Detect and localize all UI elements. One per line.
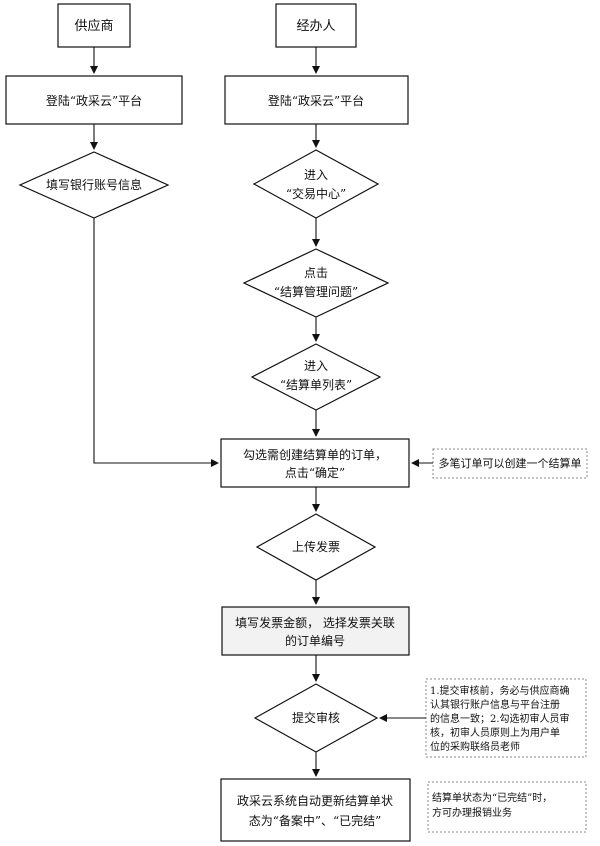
handler-lane-label: 经办人 (296, 19, 335, 34)
enter-settlement-list-decision: 进入 “结算单列表” (250, 343, 382, 411)
submit-review-decision: 提交审核 (253, 683, 379, 753)
handler-login-label: 登陆“政采云”平台 (268, 93, 364, 108)
enter-trade-line1: 进入 (304, 168, 328, 182)
click-settle-line1: 点击 (304, 266, 328, 280)
supplier-bank-info-decision: 填写银行账号信息 (18, 151, 170, 219)
review-note-line2: 认其银行账户信息与平台注册 (430, 698, 560, 711)
review-note-line5: 位的采购联络员老师 (430, 740, 520, 753)
review-note-line4: 核，初审人员原则上为用户单 (430, 726, 560, 739)
connector (93, 218, 219, 467)
review-note-line1: 1.提交审核前，务必与供应商确 (430, 684, 570, 697)
enter-list-line1: 进入 (304, 359, 328, 373)
click-settlement-decision: 点击 “结算管理问题” (242, 248, 390, 318)
fill-invoice-step: 填写发票金额， 选择发票关联 的订单编号 (221, 606, 410, 656)
review-note-line3: 的信息一致；2.勾选初审人员审 (430, 712, 570, 725)
enter-list-line2: “结算单列表” (280, 377, 352, 392)
fill-invoice-line1: 填写发票金额， 选择发票关联 (235, 615, 395, 630)
auto-update-line2: 态为“备案中”、“已完结” (249, 813, 382, 828)
auto-update-step: 政采云系统自动更新结算单状 态为“备案中”、“已完结” (220, 778, 411, 842)
supplier-lane-header: 供应商 (57, 3, 131, 48)
select-orders-line2: 点击“确定” (285, 465, 345, 480)
supplier-bank-info-label: 填写银行账号信息 (46, 177, 142, 192)
supplier-lane-label: 供应商 (74, 18, 113, 34)
select-orders-step: 勾选需创建结算单的订单， 点击“确定” (220, 438, 410, 488)
auto-update-line1: 政采云系统自动更新结算单状 (237, 793, 393, 808)
multi-orders-note-text: 多笔订单可以创建一个结算单 (439, 456, 582, 470)
supplier-login-step: 登陆“政采云”平台 (5, 75, 183, 125)
submit-review-label: 提交审核 (292, 710, 340, 725)
completed-note: 结算单状态为“已完结”时， 方可办理报销业务 (427, 781, 587, 833)
select-orders-line1: 勾选需创建结算单的订单， (243, 447, 387, 462)
completed-note-line1: 结算单状态为“已完结”时， (432, 791, 552, 804)
upload-invoice-decision: 上传发票 (255, 513, 377, 581)
fill-invoice-line2: 的订单编号 (285, 633, 345, 648)
supplier-login-label: 登陆“政采云”平台 (46, 93, 142, 108)
enter-trade-line2: “交易中心” (286, 186, 346, 201)
upload-invoice-label: 上传发票 (292, 539, 340, 554)
handler-login-step: 登陆“政采云”平台 (224, 75, 409, 125)
click-settle-line2: “结算管理问题” (274, 284, 358, 299)
review-note: 1.提交审核前，务必与供应商确 认其银行账户信息与平台注册 的信息一致；2.勾选… (425, 678, 587, 758)
handler-lane-header: 经办人 (275, 3, 357, 48)
completed-note-line2: 方可办理报销业务 (432, 806, 512, 819)
enter-trade-center-decision: 进入 “交易中心” (252, 149, 380, 219)
multi-orders-note: 多笔订单可以创建一个结算单 (432, 448, 588, 479)
